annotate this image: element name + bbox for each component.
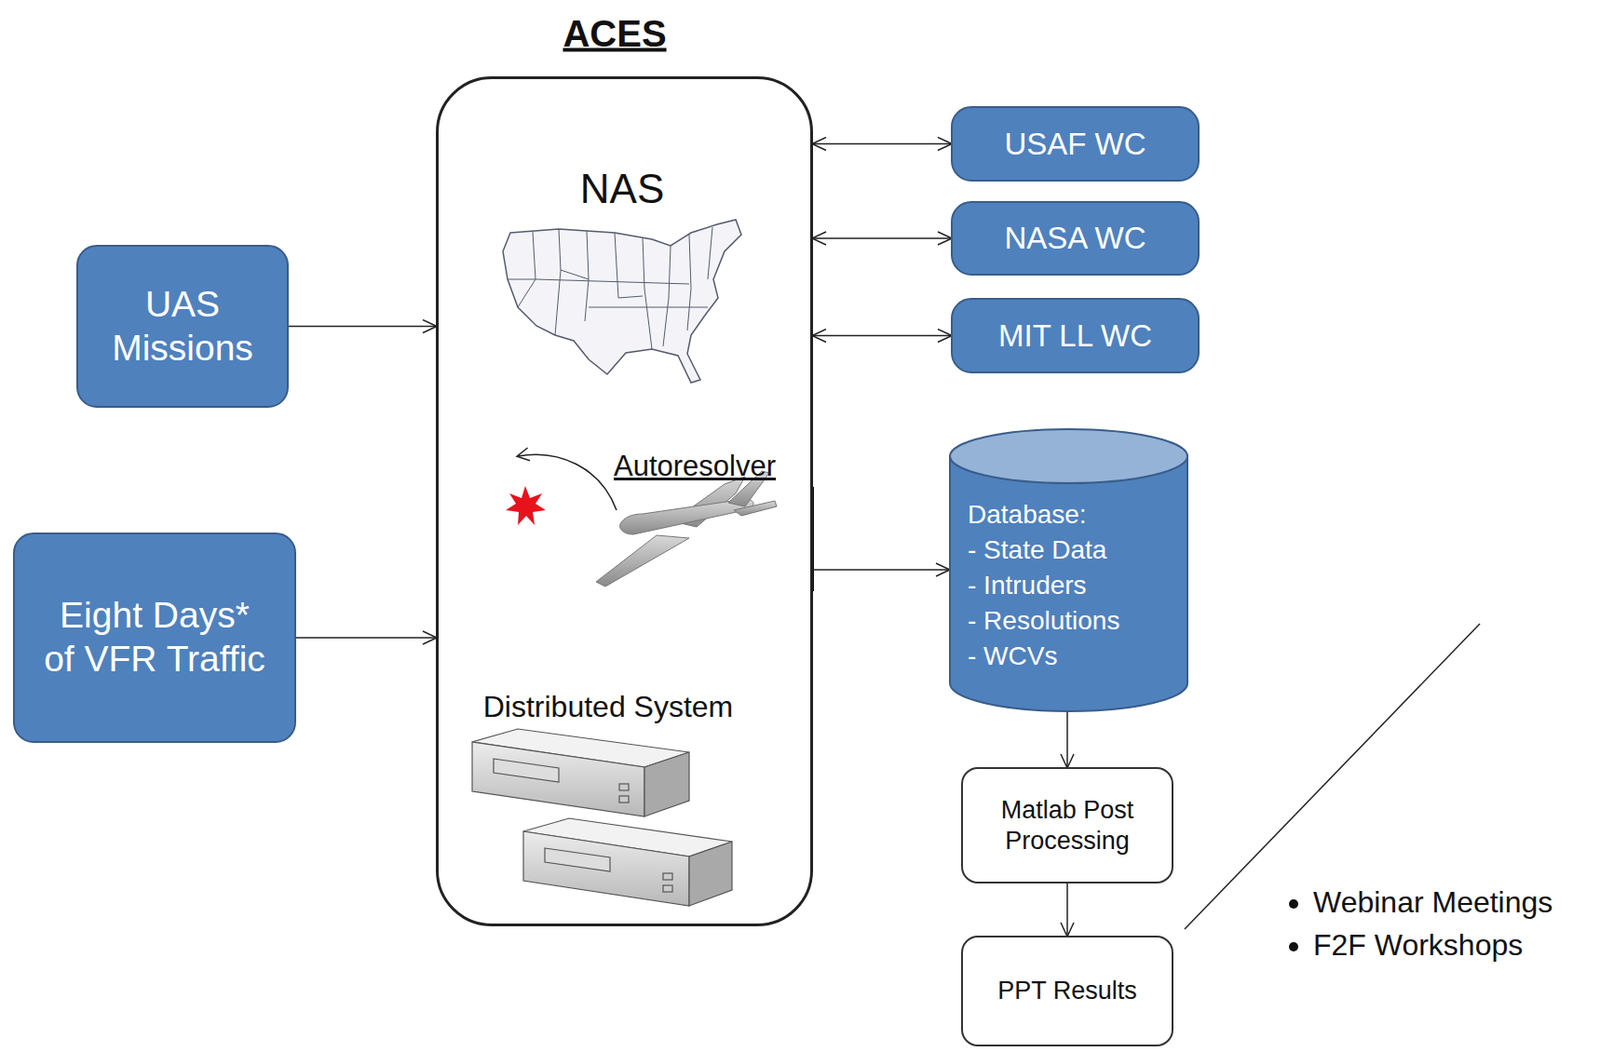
component-label: Autoresolver xyxy=(613,449,776,484)
conflict-burst xyxy=(505,486,546,526)
box-label: NASA WC xyxy=(1003,219,1146,258)
bullet-list: Webinar MeetingsF2F Workshops xyxy=(1277,881,1553,967)
input-box: UAS Missions xyxy=(76,244,289,408)
uav-aircraft xyxy=(596,471,777,587)
box-label: PPT Results xyxy=(997,976,1138,1006)
us-map xyxy=(502,219,742,383)
wc-box: MIT LL WC xyxy=(950,298,1200,374)
connector-arrow xyxy=(1066,711,1069,768)
box-label: Matlab Post Processing xyxy=(983,795,1152,856)
database-item: - Intruders xyxy=(967,568,1120,604)
connector-arrow xyxy=(296,637,436,639)
connector-arrow xyxy=(1066,883,1069,936)
connector-arrow xyxy=(288,325,436,328)
leader-line xyxy=(1184,623,1480,930)
database-heading: Database: xyxy=(967,497,1120,533)
connector-arrow xyxy=(813,143,951,146)
component-label: Distributed System xyxy=(483,690,734,725)
box-label: Eight Days* of VFR Traffic xyxy=(42,594,267,682)
component-label: NAS xyxy=(580,165,665,213)
system-title: ACES xyxy=(562,13,666,55)
server-unit xyxy=(472,729,690,817)
wc-box: NASA WC xyxy=(950,201,1200,276)
input-box: Eight Days* of VFR Traffic xyxy=(13,532,297,744)
connector-arrow xyxy=(813,335,951,338)
process-box: Matlab Post Processing xyxy=(961,767,1174,884)
connector-arrow xyxy=(813,237,951,240)
database-cylinder: Database:- State Data- Intruders- Resolu… xyxy=(949,428,1189,712)
database-item: - WCVs xyxy=(967,638,1120,675)
database-item: - Resolutions xyxy=(967,603,1120,639)
box-label: MIT LL WC xyxy=(998,317,1153,355)
wc-box: USAF WC xyxy=(950,106,1200,182)
connector-arrow xyxy=(813,569,950,571)
box-label: USAF WC xyxy=(1003,125,1146,163)
database-item: - State Data xyxy=(967,532,1120,569)
box-label: UAS Missions xyxy=(89,283,276,371)
bullet-note: F2F Workshops xyxy=(1313,923,1553,967)
system-container: ACESNASAutoresolverDistributed System xyxy=(435,76,814,927)
process-box: PPT Results xyxy=(961,935,1174,1047)
server-unit xyxy=(523,818,733,907)
bullet-note: Webinar Meetings xyxy=(1313,881,1553,924)
